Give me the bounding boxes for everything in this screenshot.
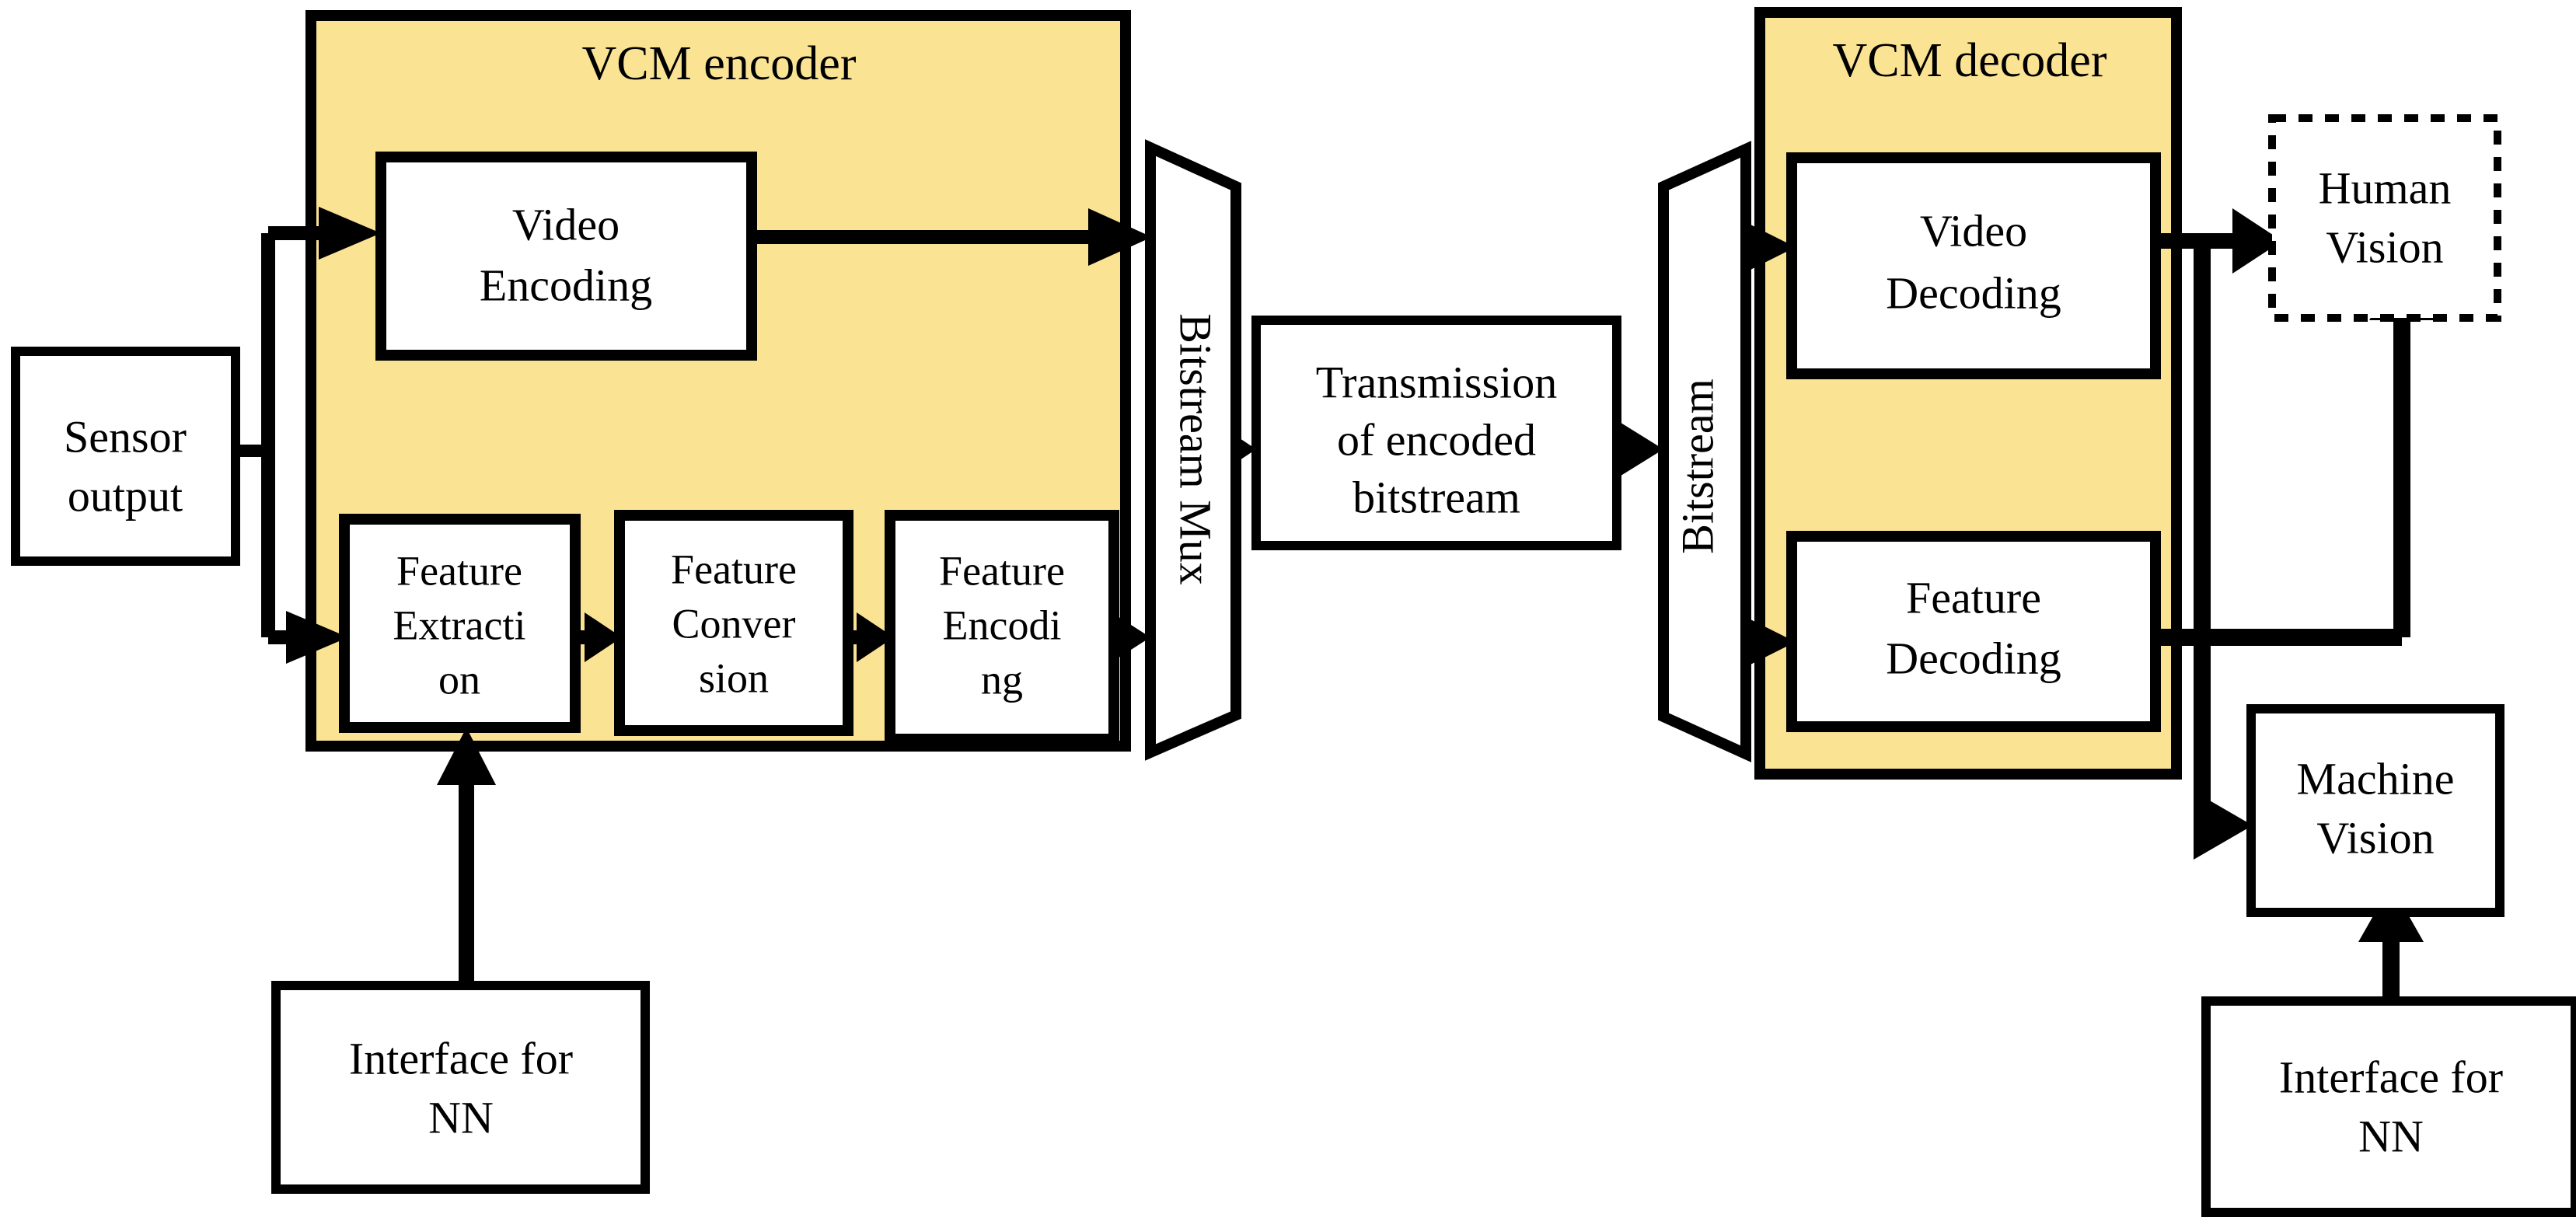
arrowhead-video-decoding-to-human-vision [2232, 208, 2282, 274]
feature-decoding-box[interactable] [1786, 531, 2161, 732]
feature-extraction-line3: on [438, 656, 480, 703]
feature-encoding-line3: ng [981, 656, 1023, 703]
machine-vision-line2: Vision [2316, 812, 2434, 863]
block-human-vision[interactable]: Human Vision [2268, 114, 2501, 322]
feature-encoding-box[interactable] [885, 510, 1119, 745]
video-decoding-line2: Decoding [1886, 267, 2061, 318]
decoder-group-border [1754, 7, 2182, 780]
interface-nn-decoder-line1: Interface for [2279, 1052, 2503, 1102]
arrowhead-sensor-to-feature-extraction [286, 611, 348, 664]
interface-nn-decoder-box[interactable] [2201, 996, 2576, 1217]
interface-nn-encoder-box[interactable] [271, 981, 650, 1194]
arrowhead-demux-to-feature-decoding [1743, 616, 1796, 668]
feature-encoding-line2: Encodi [943, 602, 1062, 648]
arrowhead-video-encoding-to-mux [1088, 208, 1152, 266]
video-decoding-line1: Video [1920, 205, 2027, 256]
block-video-encoding[interactable]: Video Encoding [375, 152, 757, 361]
arrowhead-fextract-to-fconvert [585, 612, 622, 662]
block-feature-extraction[interactable]: Feature Extracti on [339, 514, 581, 733]
connection-transmission-to-demux [1617, 421, 1663, 477]
feature-decoding-line2: Decoding [1886, 633, 2061, 683]
transmission-line3: bitstream [1353, 472, 1520, 522]
video-encoding-line1: Video [512, 199, 620, 249]
block-interface-nn-decoder[interactable]: Interface for NN [2201, 996, 2576, 1217]
bitstream-demux-shape[interactable] [1658, 141, 1751, 762]
encoder-group-label: VCM encoder [582, 37, 857, 90]
block-machine-vision[interactable]: Machine Vision [2246, 704, 2504, 917]
feature-conversion-line2: Conver [672, 600, 796, 647]
machine-vision-box[interactable] [2246, 704, 2504, 917]
video-decoding-box[interactable] [1786, 152, 2161, 379]
block-interface-nn-encoder[interactable]: Interface for NN [271, 981, 650, 1194]
arrowhead-fconvert-to-fencode [857, 612, 894, 662]
bitstream-mux-shape[interactable] [1145, 139, 1241, 761]
sensor-output-line2: output [68, 470, 183, 521]
arrowhead-transmission-to-demux [1618, 421, 1663, 477]
feature-decoding-line1: Feature [1906, 572, 2041, 623]
transmission-box[interactable] [1251, 316, 1621, 550]
connection-video-encoding-to-mux [750, 208, 1152, 266]
arrowhead-video-decoding-to-machine-vision [2194, 791, 2253, 860]
arrowhead-demux-to-video-decoding [1743, 221, 1796, 274]
connection-nn-encoder-to-fextract [437, 727, 496, 987]
sensor-output-line1: Sensor [64, 411, 187, 462]
bitstream-demux-label: Bitstream [1672, 379, 1723, 554]
decoder-group-label: VCM decoder [1833, 34, 2107, 87]
human-vision-box[interactable] [2268, 114, 2501, 322]
arrowhead-sensor-to-video-encoding [319, 207, 381, 260]
feature-conversion-line3: sion [699, 654, 769, 701]
encoder-group-border [305, 10, 1131, 752]
block-bitstream-demux[interactable]: Bitstream [1658, 141, 1751, 762]
block-transmission[interactable]: Transmission of encoded bitstream [1251, 316, 1621, 550]
video-encoding-box[interactable] [375, 152, 757, 361]
feature-encoding-line1: Feature [939, 547, 1065, 594]
block-feature-encoding[interactable]: Feature Encodi ng [885, 510, 1119, 745]
machine-vision-line1: Machine [2297, 753, 2455, 804]
feature-extraction-line2: Extracti [393, 602, 526, 648]
transmission-line2: of encoded [1337, 414, 1536, 465]
block-sensor-output[interactable]: Sensor output [11, 347, 240, 566]
bitstream-mux-label: Bitstream Mux [1171, 313, 1221, 585]
block-feature-conversion[interactable]: Feature Conver sion [614, 510, 853, 736]
interface-nn-encoder-line2: NN [428, 1092, 494, 1143]
video-encoding-line2: Encoding [480, 260, 652, 310]
connection-video-decoding-outputs [2153, 208, 2282, 860]
arrowhead-nn-encoder-to-fextract [437, 727, 496, 785]
interface-nn-decoder-line2: NN [2358, 1111, 2424, 1161]
feature-extraction-box[interactable] [339, 514, 581, 733]
human-vision-line2: Vision [2326, 222, 2443, 272]
block-video-decoding[interactable]: Video Decoding [1786, 152, 2161, 379]
human-vision-line1: Human [2319, 162, 2452, 213]
sensor-output-box[interactable] [11, 347, 240, 566]
arrowhead-fencode-to-mux [1112, 612, 1150, 662]
feature-conversion-box[interactable] [614, 510, 853, 736]
block-bitstream-mux[interactable]: Bitstream Mux [1145, 139, 1241, 761]
feature-conversion-line1: Feature [671, 546, 797, 592]
interface-nn-encoder-line1: Interface for [349, 1033, 573, 1083]
feature-extraction-line1: Feature [396, 547, 522, 594]
block-feature-decoding[interactable]: Feature Decoding [1786, 531, 2161, 732]
transmission-line1: Transmission [1316, 357, 1558, 407]
